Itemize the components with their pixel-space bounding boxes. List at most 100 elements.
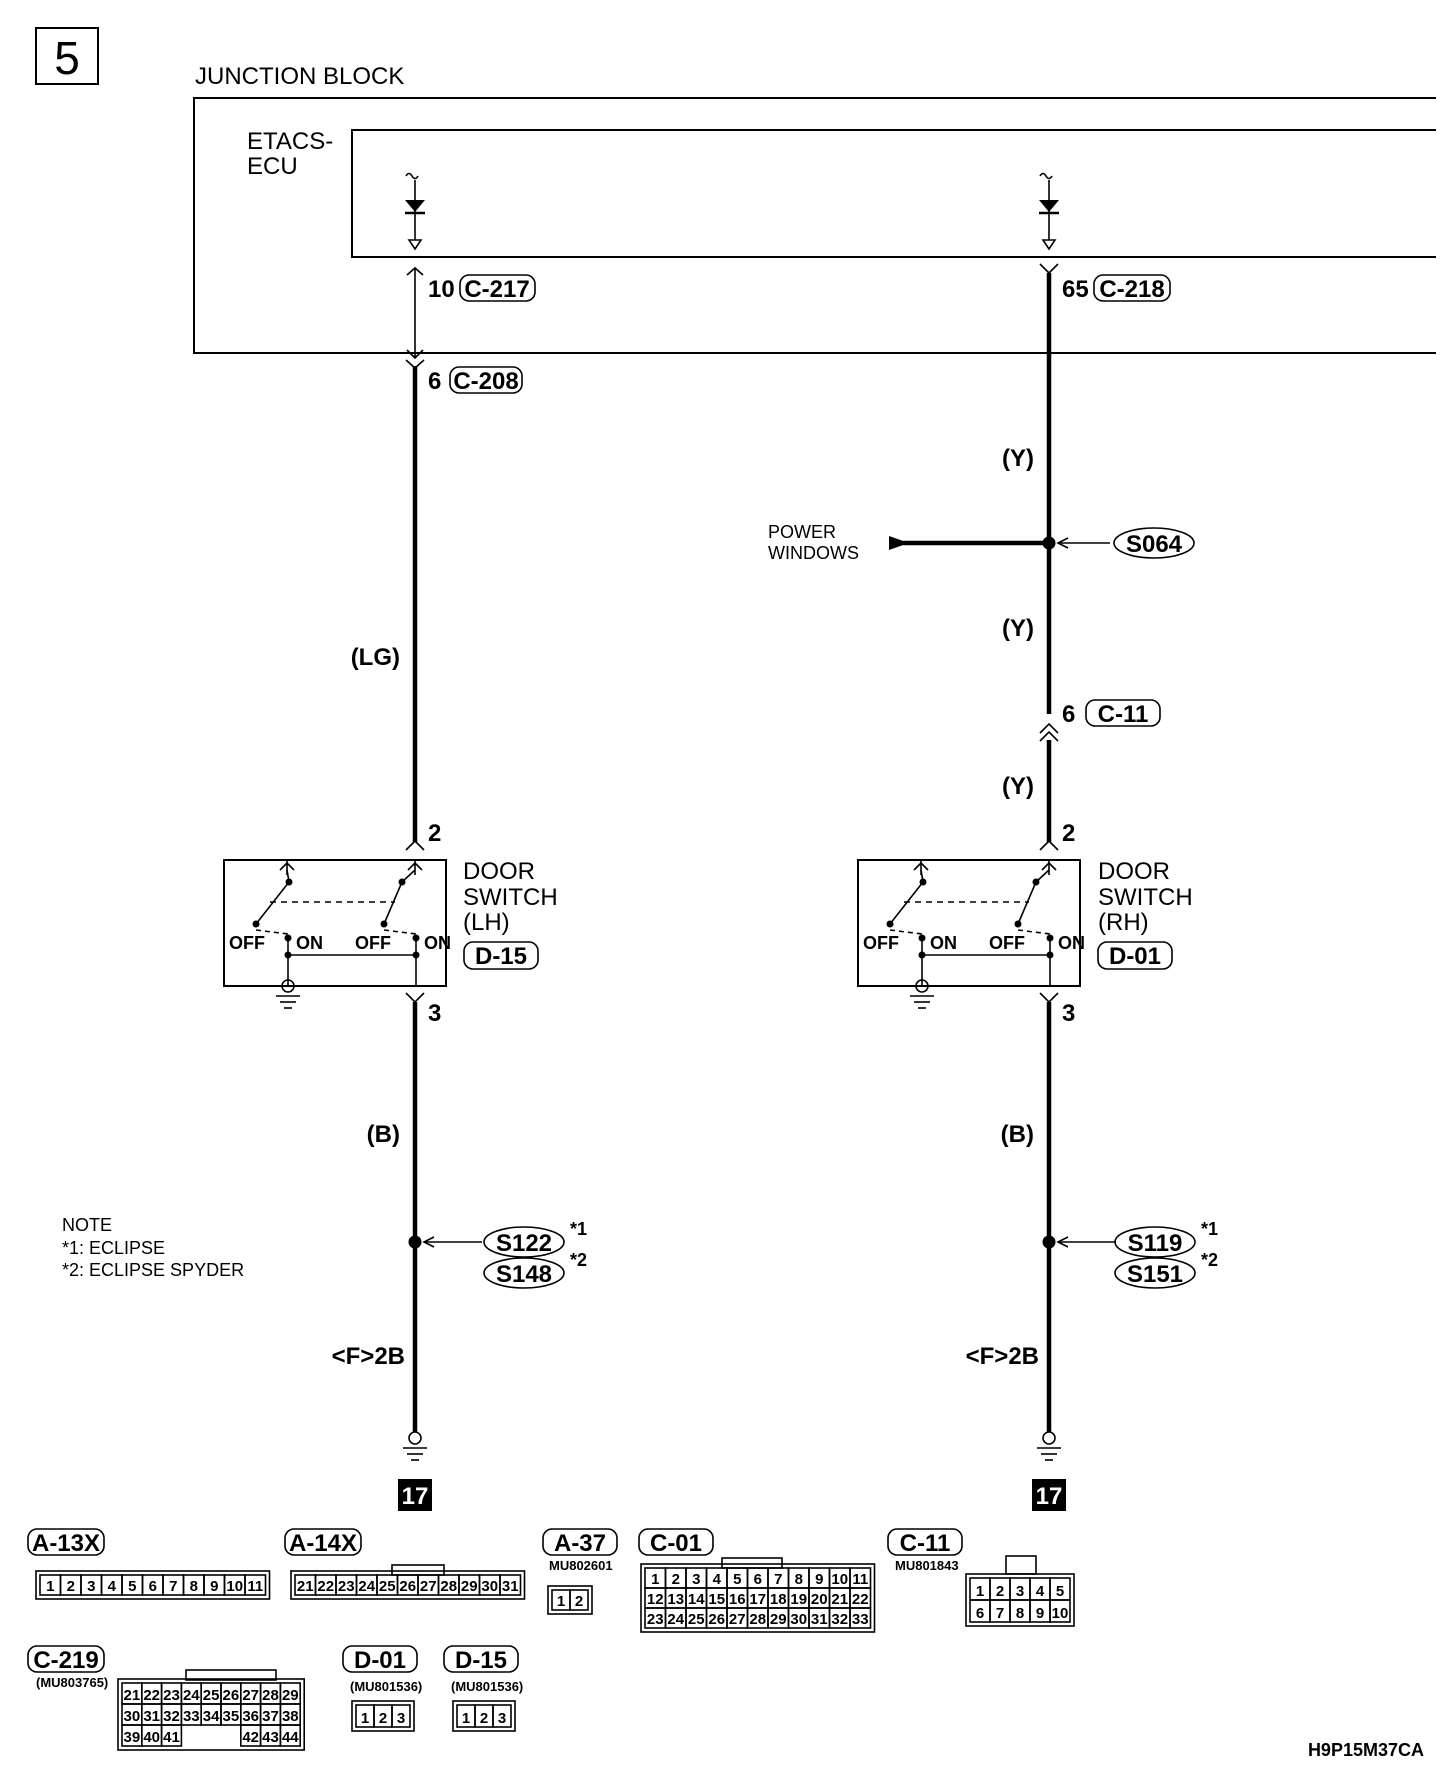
c01-pin-number: 25 [688, 1611, 705, 1628]
a13x-pin-number: 4 [108, 1578, 117, 1595]
c219-label: C-219 [33, 1647, 98, 1674]
c219-pin-cell [160, 1724, 183, 1747]
a14x-housing [290, 1570, 526, 1600]
power-windows-label-1: POWER [768, 522, 836, 542]
c219-pin-number: 39 [124, 1729, 141, 1746]
left-splice-arrowhead [422, 1236, 435, 1248]
right-switch-connector-box [1097, 941, 1173, 970]
right-splice-2-oval [1114, 1257, 1196, 1289]
a14x-pin-number: 30 [481, 1578, 498, 1595]
d01-pin-number: 2 [379, 1710, 387, 1727]
c219-pin-number: 28 [262, 1687, 279, 1704]
right-ground-number: 17 [1036, 1483, 1063, 1510]
power-windows-label-2: WINDOWS [768, 543, 859, 563]
c01-pin-number: 11 [852, 1571, 868, 1588]
etacs-ecu-label-1: ETACS- [247, 128, 333, 155]
page-number-box [35, 27, 99, 85]
a14x-pin-number: 21 [297, 1578, 314, 1595]
c219-pin-number: 32 [163, 1708, 180, 1725]
right-splice-oval [1113, 527, 1195, 559]
c219-part-number: (MU803765) [36, 1675, 108, 1690]
c01-pin-number: 10 [831, 1571, 848, 1588]
c219-pin-number: 29 [282, 1687, 299, 1704]
note-title: NOTE [62, 1215, 112, 1235]
a37-housing [547, 1585, 593, 1615]
ecu-diode-left [405, 172, 425, 251]
left-switch-off-2: OFF [355, 933, 391, 953]
left-splice-2-oval [483, 1257, 565, 1289]
c219-pin-number: 37 [262, 1708, 279, 1725]
c11-pin-number: 7 [996, 1605, 1004, 1622]
left-splice-dot [408, 1235, 422, 1249]
a14x-pin-number: 22 [317, 1578, 334, 1595]
right-switch-on-1: ON [930, 933, 957, 953]
c219-pin-number: 25 [203, 1687, 220, 1704]
right-splice-arrowhead [1056, 537, 1069, 549]
d15-pin-number: 2 [480, 1710, 488, 1727]
d15-pin-number: 3 [498, 1710, 506, 1727]
c219-pin-number: 24 [183, 1687, 200, 1704]
right-inline-connector-box [1085, 699, 1161, 727]
left-switch-bottom-terminal [405, 992, 425, 1004]
a13x-pin-number: 2 [67, 1578, 75, 1595]
c01-pin-number: 20 [811, 1591, 828, 1608]
right-inline-pin: 6 [1062, 701, 1075, 728]
left-splice-1-oval [483, 1226, 565, 1258]
left-jb-connector: C-208 [453, 368, 518, 395]
c01-pin-number: 17 [749, 1591, 766, 1608]
d15-label: D-15 [455, 1647, 507, 1674]
c01-pin-number: 9 [815, 1571, 823, 1588]
right-inline-connector: C-11 [1098, 701, 1149, 728]
left-switch-name-1: DOOR [463, 858, 535, 885]
right-switch-name-1: DOOR [1098, 858, 1170, 885]
left-switch-name-2: SWITCH [463, 884, 558, 911]
c01-pin-number: 4 [713, 1571, 722, 1588]
c219-pin-number: 26 [223, 1687, 240, 1704]
c219-pin-number: 21 [124, 1687, 141, 1704]
right-ecu-connector: C-218 [1099, 276, 1164, 303]
a37-pin-number: 2 [575, 1593, 583, 1610]
c01-pin-number: 29 [770, 1611, 787, 1628]
c219-pin-number: 41 [163, 1729, 180, 1746]
right-ground-splice-dot [1042, 1235, 1056, 1249]
left-switch-on-1: ON [296, 933, 323, 953]
c11-pin-number: 10 [1052, 1605, 1069, 1622]
c11-pin-number: 6 [976, 1605, 984, 1622]
d01-pin-cell [391, 1704, 411, 1728]
right-switch-bottom-terminal [1039, 992, 1059, 1004]
power-windows-arrow [889, 536, 909, 550]
right-switch-name-2: SWITCH [1098, 884, 1193, 911]
right-inline-connector-symbol [1039, 722, 1059, 742]
right-switch-connector: D-01 [1109, 943, 1161, 970]
right-splice-1: S119 [1128, 1230, 1183, 1257]
c01-pin-number: 7 [774, 1571, 782, 1588]
right-splice-1-oval [1114, 1226, 1196, 1258]
c01-pin-number: 16 [729, 1591, 746, 1608]
c01-pin-number: 28 [749, 1611, 766, 1628]
figure-code: H9P15M37CA [1308, 1740, 1424, 1760]
right-switch-on-2: ON [1058, 933, 1085, 953]
c219-pin-number: 38 [282, 1708, 299, 1725]
c219-pin-number: 35 [223, 1708, 240, 1725]
c01-pin-number: 30 [790, 1611, 807, 1628]
right-wire-color-2: (Y) [1002, 615, 1034, 642]
c219-pin-number: 34 [203, 1708, 220, 1725]
c01-pin-cell [849, 1607, 872, 1629]
right-ecu-pin: 65 [1062, 276, 1089, 303]
c01-pin-number: 32 [831, 1611, 848, 1628]
left-ecu-connector: C-217 [464, 276, 529, 303]
a13x-pin-number: 5 [128, 1578, 136, 1595]
left-splice-2-star: *2 [570, 1250, 587, 1270]
c01-pin-number: 23 [647, 1611, 664, 1628]
c01-pin-number: 15 [708, 1591, 725, 1608]
d01-housing [351, 1700, 415, 1732]
c01-pin-number: 19 [790, 1591, 807, 1608]
right-door-switch [857, 859, 1081, 1009]
a13x-pin-number: 11 [247, 1578, 263, 1595]
a14x-pin-number: 29 [461, 1578, 478, 1595]
ecu-diode-right [1039, 172, 1059, 251]
c219-pin-number: 44 [282, 1729, 299, 1746]
left-ground-number-box [398, 1479, 432, 1511]
junction-block-label: JUNCTION BLOCK [195, 63, 404, 90]
